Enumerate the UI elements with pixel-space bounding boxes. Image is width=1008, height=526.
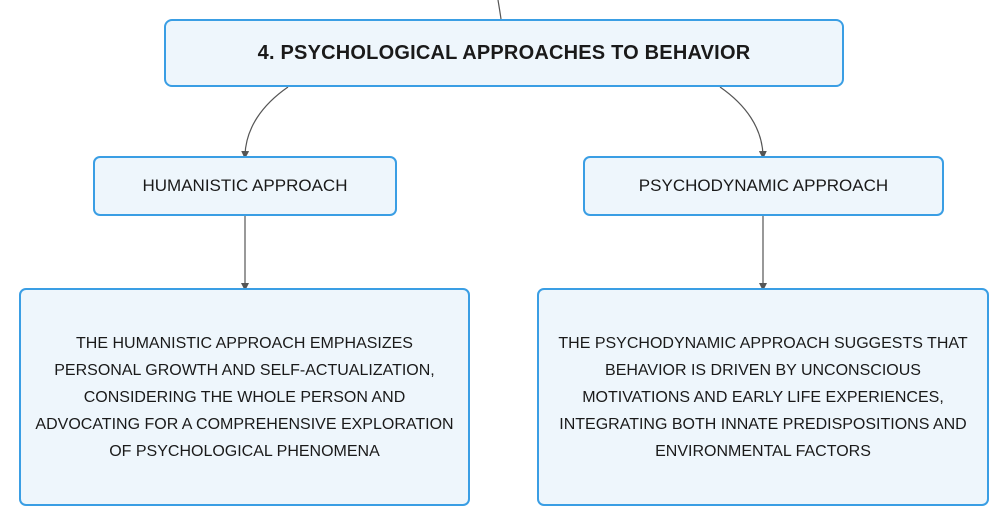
root-node[interactable]: 4. PSYCHOLOGICAL APPROACHES TO BEHAVIOR — [164, 19, 844, 87]
humanistic-detail-node[interactable]: THE HUMANISTIC APPROACH EMPHASIZES PERSO… — [19, 288, 470, 506]
psychodynamic-approach-node[interactable]: PSYCHODYNAMIC APPROACH — [583, 156, 944, 216]
humanistic-approach-label: HUMANISTIC APPROACH — [142, 176, 348, 195]
incoming-connector — [497, 0, 502, 20]
humanistic-approach-node[interactable]: HUMANISTIC APPROACH — [93, 156, 397, 216]
connector-root-to-humanistic — [241, 86, 289, 159]
root-node-label: 4. PSYCHOLOGICAL APPROACHES TO BEHAVIOR — [257, 41, 751, 64]
humanistic-detail-text: THE HUMANISTIC APPROACH EMPHASIZES PERSO… — [35, 334, 454, 460]
psychodynamic-detail-text: THE PSYCHODYNAMIC APPROACH SUGGESTS THAT… — [558, 334, 968, 460]
psychodynamic-approach-label: PSYCHODYNAMIC APPROACH — [638, 176, 889, 195]
connector-root-to-psychodynamic — [719, 86, 767, 159]
psychodynamic-detail-node[interactable]: THE PSYCHODYNAMIC APPROACH SUGGESTS THAT… — [537, 288, 989, 506]
